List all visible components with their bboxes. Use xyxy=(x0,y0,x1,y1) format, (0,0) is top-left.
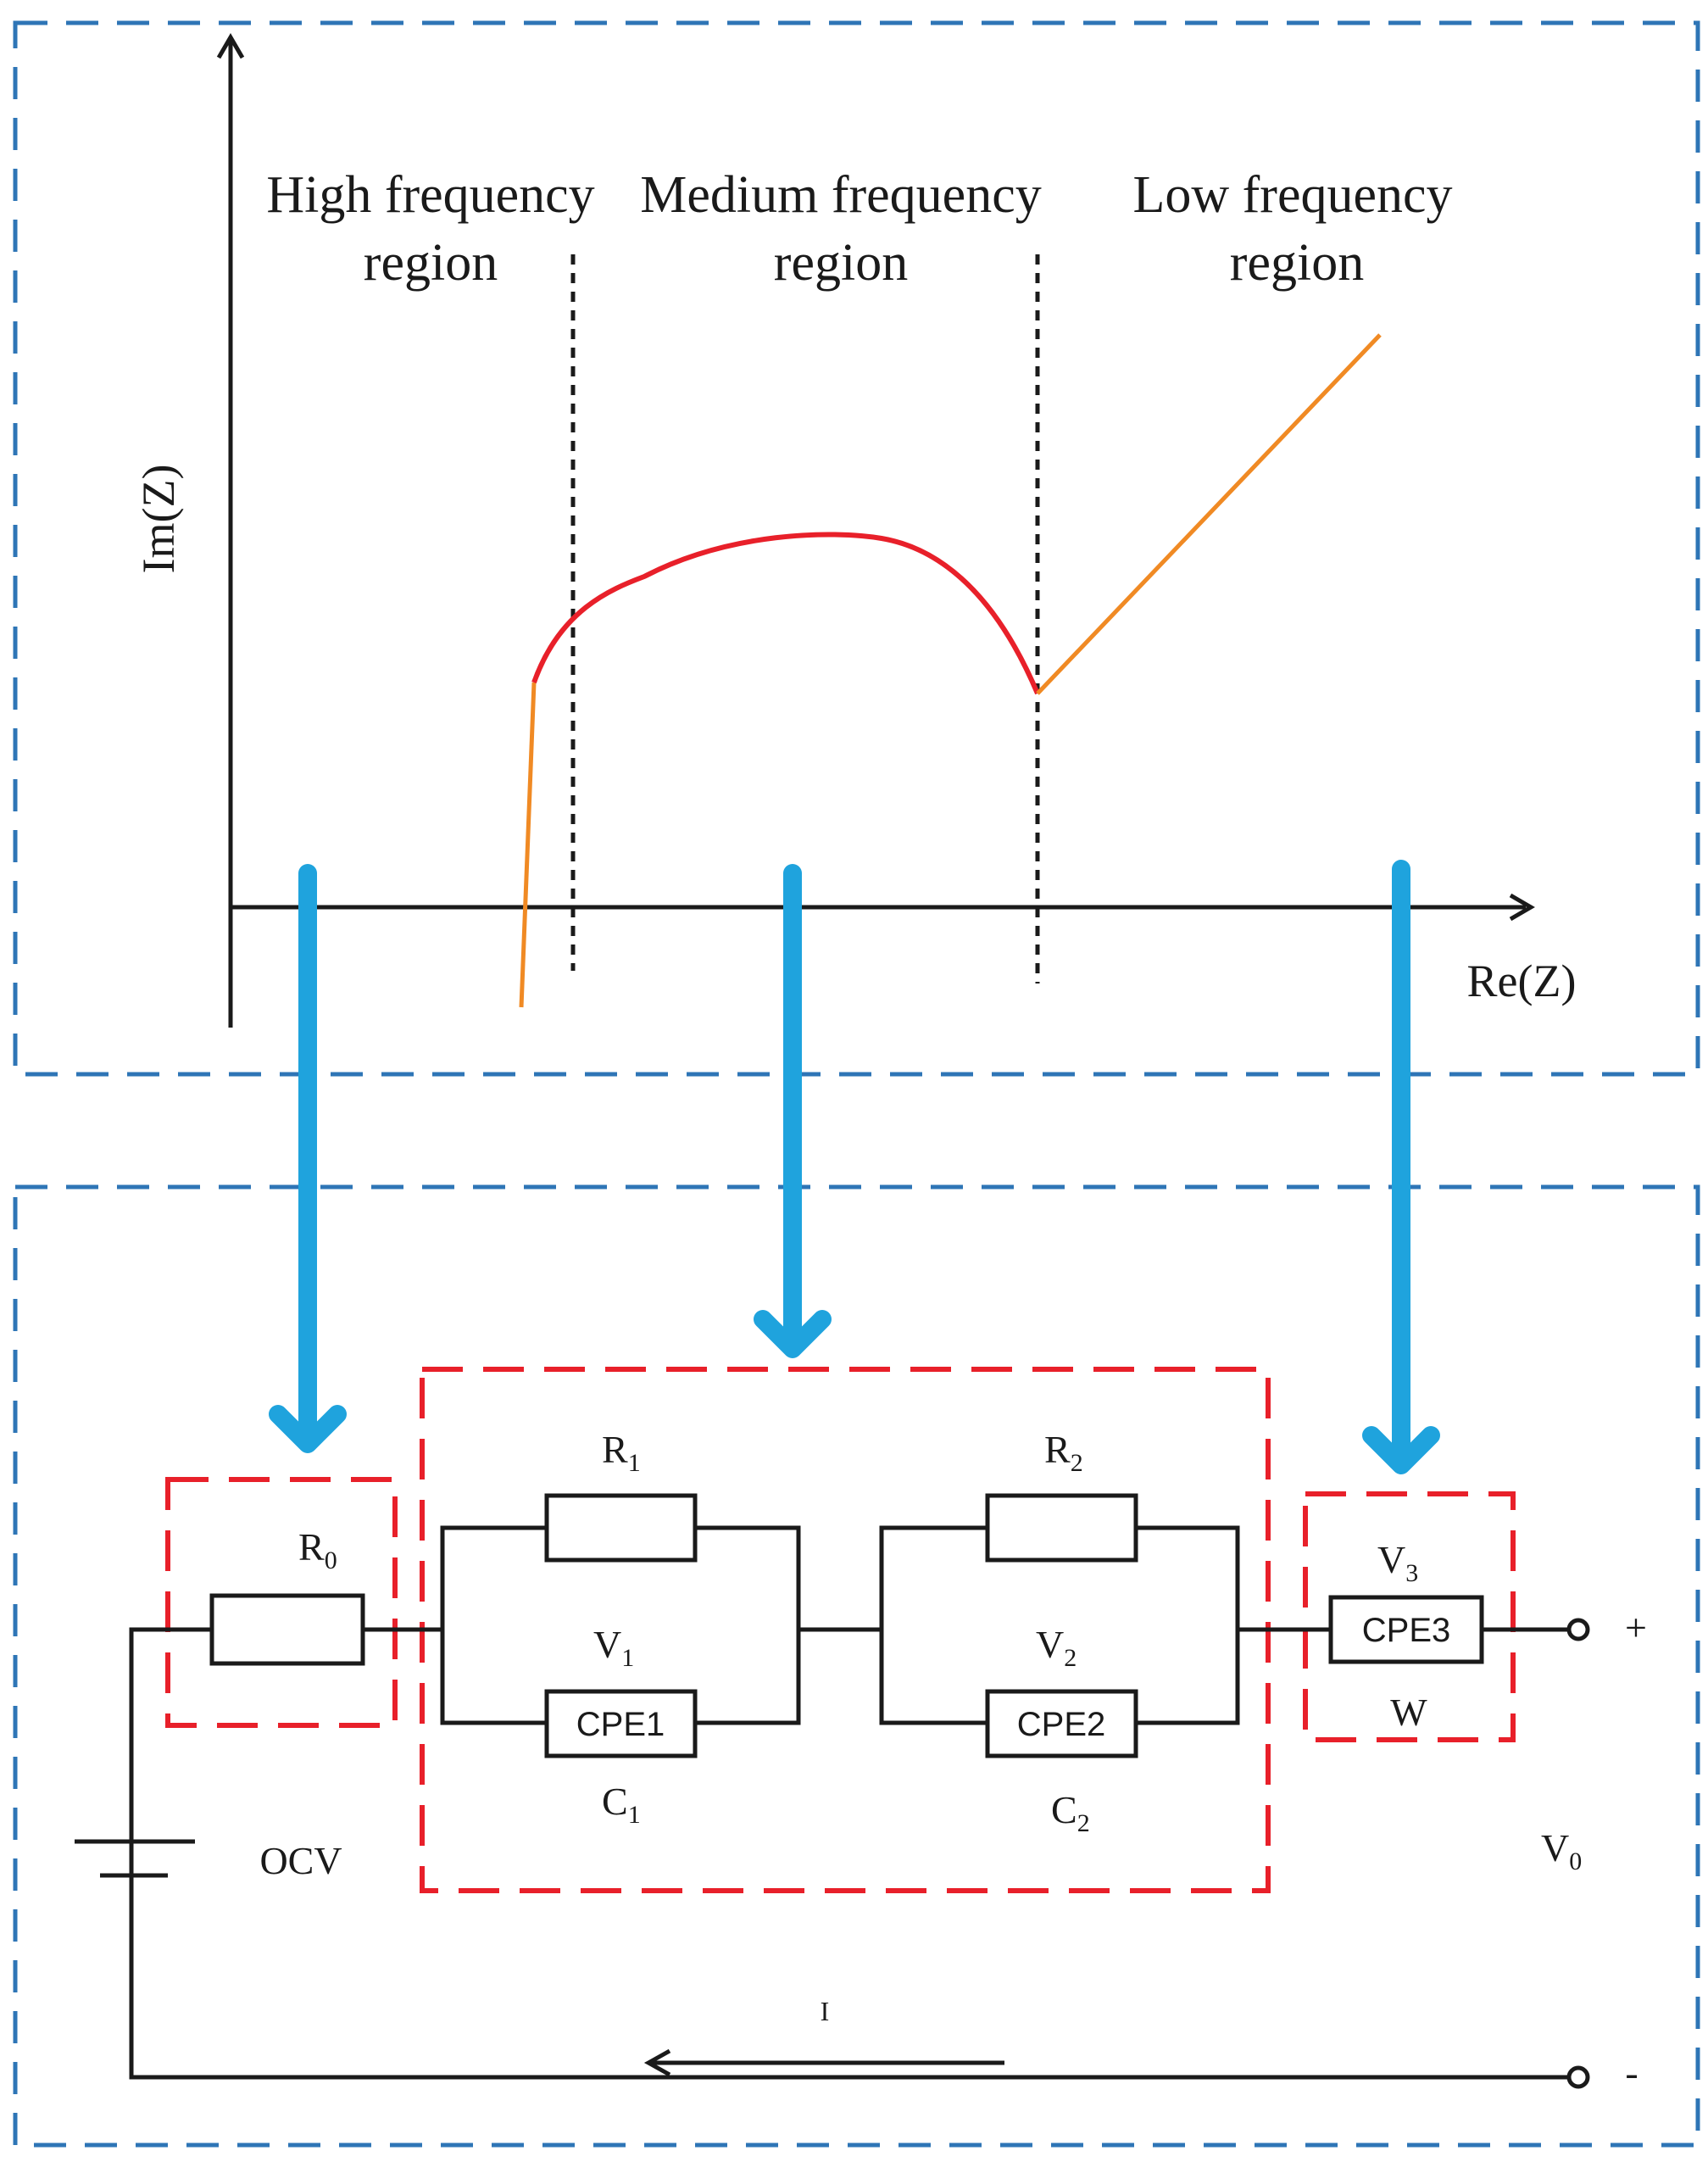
current-label: I xyxy=(821,1996,830,2026)
high-frequency-arrowhead xyxy=(269,1405,347,1453)
rc2-bottom-left-wire xyxy=(879,1630,988,1725)
v0-label: V0 xyxy=(1541,1826,1582,1875)
r2-label: R2 xyxy=(1044,1428,1083,1477)
left-wire xyxy=(129,1627,212,1914)
return-wire xyxy=(129,1875,1568,2080)
nyquist-plot: Re(Z) Im(Z) High frequency region Medium… xyxy=(133,33,1577,1028)
r0-label: R0 xyxy=(298,1525,337,1574)
plot-panel-frame xyxy=(13,20,1700,1077)
rc1-top-left-wire xyxy=(440,1525,547,1630)
cpe1-label: CPE1 xyxy=(576,1706,665,1743)
w-label: W xyxy=(1390,1691,1427,1734)
medium-frequency-semicircle xyxy=(531,532,1040,695)
positive-terminal xyxy=(1566,1618,1590,1641)
cpe2-element xyxy=(985,1689,1138,1758)
v1-label: V1 xyxy=(593,1623,634,1672)
y-axis-arrowhead xyxy=(216,33,245,59)
minus-sign: - xyxy=(1625,2051,1638,2094)
high-frequency-label: High frequency xyxy=(266,166,594,224)
cpe1-element xyxy=(544,1689,698,1758)
high-frequency-line xyxy=(519,682,537,1008)
y-axis-label: Im(Z) xyxy=(133,465,184,574)
r1-resistor xyxy=(544,1493,698,1563)
low-frequency-label: Low frequency xyxy=(1133,166,1453,224)
x-axis-label: Re(Z) xyxy=(1467,956,1577,1006)
cpe3-element xyxy=(1328,1595,1484,1664)
low-frequency-label-line2: region xyxy=(1230,234,1364,292)
r0-resistor xyxy=(209,1593,365,1666)
circuit-panel-frame xyxy=(13,1184,1700,2148)
medium-frequency-label: Medium frequency xyxy=(640,166,1041,224)
ocv-label: OCV xyxy=(259,1839,342,1882)
rc2-right-wire xyxy=(1136,1525,1240,1725)
cpe2-label: CPE2 xyxy=(1017,1706,1106,1743)
plus-sign: + xyxy=(1625,1606,1647,1649)
low-frequency-warburg-line xyxy=(1036,333,1382,695)
rc2-top-left-wire xyxy=(879,1525,988,1630)
cpe3-label: CPE3 xyxy=(1362,1612,1451,1649)
r0-group-box xyxy=(165,1477,398,1728)
v2-label: V2 xyxy=(1036,1623,1077,1672)
rc1-right-wire xyxy=(695,1525,801,1725)
current-arrowhead xyxy=(643,2048,671,2077)
x-axis-arrowhead xyxy=(1509,893,1535,922)
medium-frequency-arrowhead xyxy=(754,1310,832,1358)
warburg-group-box xyxy=(1303,1491,1516,1742)
medium-frequency-label-line2: region xyxy=(774,234,908,292)
v3-label: V3 xyxy=(1377,1538,1418,1587)
equivalent-circuit: OCV R0 R1 V1 CPE1 C1 R2 V2 CPE2 C2 CPE3 … xyxy=(75,1367,1647,2094)
c1-label: C1 xyxy=(602,1780,641,1829)
negative-terminal xyxy=(1566,2065,1590,2089)
c2-label: C2 xyxy=(1051,1788,1090,1837)
mapping-arrows xyxy=(269,860,1440,1474)
low-frequency-arrowhead xyxy=(1362,1426,1440,1474)
r1-label: R1 xyxy=(602,1428,641,1477)
rc1-bottom-left-wire xyxy=(440,1630,547,1725)
r2-resistor xyxy=(985,1493,1138,1563)
high-frequency-label-line2: region xyxy=(364,234,498,292)
